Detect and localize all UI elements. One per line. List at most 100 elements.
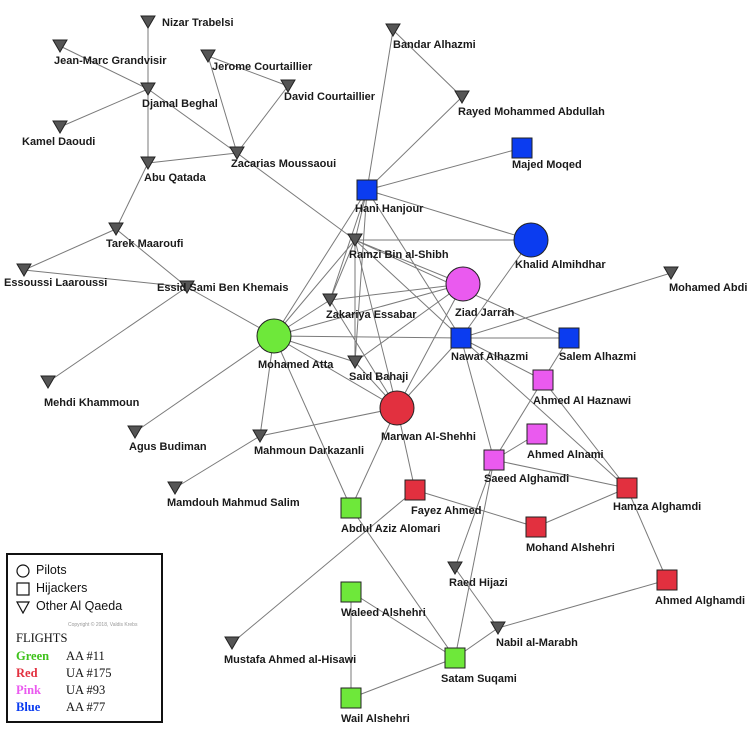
label-bandar: Bandar Alhazmi xyxy=(393,39,476,51)
edge-ziad-marwan xyxy=(396,283,464,409)
edge-marwan-zakariya xyxy=(329,299,398,409)
label-jeanmarc: Jean-Marc Grandvisir xyxy=(54,55,167,67)
edge-nawaf-ahmedhaznawi xyxy=(460,337,544,381)
edge-tarek-essoussi xyxy=(23,228,117,271)
triangle-icon xyxy=(16,601,30,614)
node-jeanmarc-tri xyxy=(52,39,68,53)
node-ahmedalghamdi-square xyxy=(656,569,678,591)
edge-djamal-zacarias xyxy=(147,88,238,154)
edge-satam-wail xyxy=(350,657,456,699)
edge-marwan-mahmoun xyxy=(259,407,398,437)
edge-ziad-atta xyxy=(273,283,464,337)
edge-djamal-kamel xyxy=(59,88,149,128)
label-atta: Mohamed Atta xyxy=(258,359,334,371)
edge-atta-marwan xyxy=(273,335,398,409)
legend-other-label: Other Al Qaeda xyxy=(36,599,123,613)
flight-color-name: Green xyxy=(16,649,50,663)
node-abdulaziz-square xyxy=(340,497,362,519)
node-raed-tri xyxy=(447,561,463,575)
label-mohand: Mohand Alshehri xyxy=(526,542,615,554)
node-mohand-square xyxy=(525,516,547,538)
edge-layer xyxy=(23,22,672,699)
copyright-note: Copyright © 2018, Valdis Krebs xyxy=(68,622,138,628)
node-hamza-square xyxy=(616,477,638,499)
edge-ziad-zakariya xyxy=(329,283,464,301)
edge-saeed-satam xyxy=(454,459,495,659)
edge-david-zacarias xyxy=(236,85,289,154)
node-nizar-tri xyxy=(140,15,156,29)
edge-abuqatada-zacarias xyxy=(147,152,238,164)
edge-ahmedhaznawi-hamza xyxy=(542,379,628,489)
edge-rayed-hani xyxy=(366,96,463,191)
edge-fayez-mohand xyxy=(414,489,537,528)
node-mehdi-tri xyxy=(40,375,56,389)
node-marwan-circle xyxy=(379,390,415,426)
label-wail: Wail Alshehri xyxy=(341,713,410,725)
label-fayez: Fayez Ahmed xyxy=(411,505,482,517)
label-hamza: Hamza Alghamdi xyxy=(613,501,701,513)
label-waleed: Waleed Alshehri xyxy=(341,607,426,619)
label-salem: Salem Alhazmi xyxy=(559,351,636,363)
node-satam-square xyxy=(444,647,466,669)
label-mustafa: Mustafa Ahmed al-Hisawi xyxy=(224,654,356,666)
node-mustafa-tri xyxy=(224,636,240,650)
node-abuqatada-tri xyxy=(140,156,156,170)
legend-hijackers-label: Hijackers xyxy=(36,581,88,595)
label-ramzi: Ramzi Bin al-Shibh xyxy=(349,249,449,261)
node-ziad-circle xyxy=(445,266,481,302)
edge-marwan-abdulaziz xyxy=(350,407,398,509)
edge-abuqatada-tarek xyxy=(115,162,149,230)
edge-hamza-mohand xyxy=(535,487,628,528)
label-nizar: Nizar Trabelsi xyxy=(162,17,234,29)
edge-ahmedhaznawi-saeed xyxy=(493,379,544,461)
flight-code: UA #175 xyxy=(66,666,112,680)
edge-nawaf-saeed xyxy=(460,337,495,461)
node-tarek-tri xyxy=(108,222,124,236)
label-saeed: Saeed Alghamdi xyxy=(484,473,569,485)
label-ahmednami: Ahmed Alnami xyxy=(527,449,604,461)
node-ramzi-tri xyxy=(347,233,363,247)
node-mamdouh-tri xyxy=(167,481,183,495)
label-nabil: Nabil al-Marabh xyxy=(496,637,578,649)
edge-atta-nawaf xyxy=(273,335,462,339)
node-saeed-square xyxy=(483,449,505,471)
edge-jerome-david xyxy=(207,55,289,87)
flight-code: AA #77 xyxy=(66,700,106,714)
edge-hani-khalid xyxy=(366,189,532,241)
edge-bandar-rayed xyxy=(392,29,463,98)
edge-mahmoun-mamdouh xyxy=(174,435,261,489)
node-agus-tri xyxy=(127,425,143,439)
node-nawaf-square xyxy=(450,327,472,349)
label-zacarias: Zacarias Moussaoui xyxy=(231,158,336,170)
node-essoussi-tri xyxy=(16,263,32,277)
label-agus: Agus Budiman xyxy=(129,441,207,453)
node-essid-tri xyxy=(179,280,195,294)
node-kamel-tri xyxy=(52,120,68,134)
label-khalid: Khalid Almihdhar xyxy=(515,259,606,271)
label-ziad: Ziad Jarrah xyxy=(455,307,515,319)
square-icon xyxy=(16,582,30,596)
label-mohamedabdi: Mohamed Abdi xyxy=(669,282,747,294)
edge-saeed-raed xyxy=(454,459,495,569)
node-nabil-tri xyxy=(490,621,506,635)
legend-pilots-label: Pilots xyxy=(36,563,67,577)
node-layer xyxy=(16,15,679,709)
edge-jeanmarc-djamal xyxy=(59,45,149,90)
node-ahmednami-square xyxy=(526,423,548,445)
edge-tarek-essid xyxy=(115,228,188,288)
edge-hani-zakariya xyxy=(329,189,368,301)
edge-ramzi-marwan xyxy=(354,239,398,409)
node-jerome-tri xyxy=(200,49,216,63)
node-mohamedabdi-tri xyxy=(663,266,679,280)
edge-abdulaziz-satam xyxy=(350,507,456,659)
circle-icon xyxy=(16,564,30,578)
edge-essoussi-essid xyxy=(23,269,188,288)
node-mahmoun-tri xyxy=(252,429,268,443)
label-said: Said Bahaji xyxy=(349,371,408,383)
label-mahmoun: Mahmoun Darkazanli xyxy=(254,445,364,457)
flight-code: UA #93 xyxy=(66,683,106,697)
label-ahmedalghamdi: Ahmed Alghamdi xyxy=(655,595,745,607)
